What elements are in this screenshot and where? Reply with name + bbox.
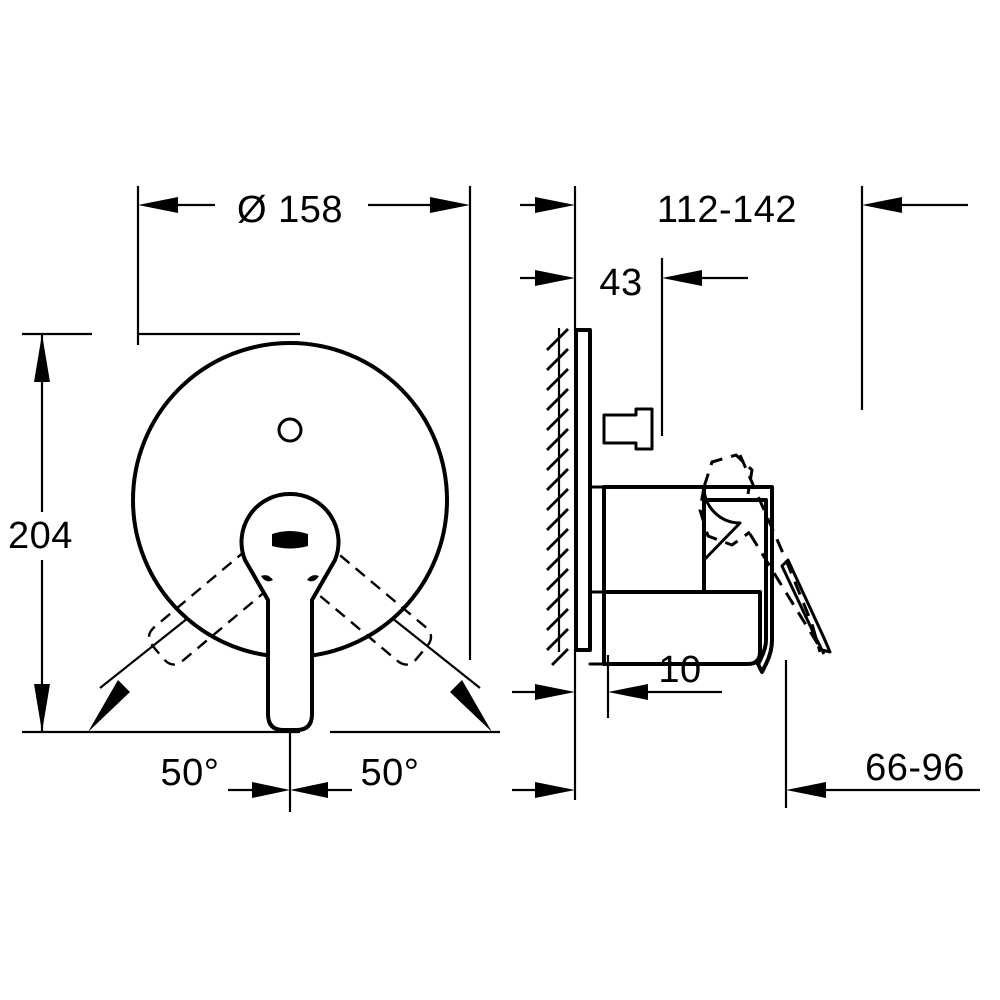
hatch-1 [546, 328, 569, 351]
angle-right-leader [391, 617, 481, 689]
angle-left-leader [99, 617, 189, 689]
lever-swing-down-outline [698, 486, 751, 547]
dim-projection-112-142: 112-142 [520, 189, 968, 231]
dim-label-height-204: 204 [8, 515, 73, 557]
arrowhead-icon-43-right [662, 270, 702, 286]
arrowhead-icon-112-left [535, 197, 575, 213]
mixer-body [588, 485, 762, 666]
side-view: 112-142 43 10 66-96 [512, 186, 980, 808]
indicator-button-icon [277, 417, 303, 443]
front-centerline-group [228, 732, 352, 812]
wall-hatch-icon [546, 328, 569, 666]
hatch-5 [546, 408, 569, 431]
hatch-13 [546, 568, 569, 591]
dim-thickness-10: 10 [512, 649, 722, 700]
lever-arc-detail [702, 485, 742, 562]
lever-side [702, 485, 774, 674]
mounting-pin-outline [602, 407, 654, 451]
hatch-3 [546, 368, 569, 391]
hatch-9 [546, 488, 569, 511]
body-lower-block [602, 590, 762, 666]
hatch-4 [546, 388, 569, 411]
arrowhead-icon-10-left [535, 684, 575, 700]
handle-outline [239, 491, 341, 732]
mounting-pin [602, 407, 654, 451]
dim-angle-right-50: 50° [361, 617, 492, 794]
front-extension-lines [22, 186, 500, 734]
arrowhead-icon-angle-right [450, 680, 492, 732]
dim-diameter-158: Ø 158 [138, 189, 470, 231]
hatch-17 [551, 648, 569, 666]
dim-label-diameter-158: Ø 158 [237, 189, 343, 231]
handle-front [239, 491, 341, 732]
dim-label-66-96: 66-96 [865, 747, 965, 789]
handle-swing-right-outline [147, 535, 292, 666]
hatch-15 [546, 608, 569, 631]
handle-nib-right [307, 575, 319, 582]
dim-angle-left-50: 50° [88, 617, 220, 794]
arrowhead-icon-10-right [608, 684, 648, 700]
dim-height-204: 204 [8, 334, 73, 732]
dim-label-43: 43 [599, 262, 642, 304]
handle-slot-marker [272, 531, 308, 549]
lever-solid-outline [702, 485, 774, 674]
arrowhead-icon-angle-left [88, 680, 130, 732]
dim-label-angle-left: 50° [161, 752, 220, 794]
hatch-8 [546, 468, 569, 491]
lever-swing-dashed [698, 453, 832, 655]
body-upper-block [602, 485, 706, 594]
arrowhead-icon-158-right [430, 197, 470, 213]
hatch-6 [546, 428, 569, 451]
escutcheon-plate [574, 328, 592, 652]
arrowhead-icon-center-left [252, 782, 290, 798]
arrowhead-icon-43-left [535, 270, 575, 286]
arrowhead-icon-center-right [290, 782, 328, 798]
dim-label-10: 10 [658, 649, 701, 691]
dim-depth-66-96: 66-96 [512, 747, 980, 798]
hatch-10 [546, 508, 569, 531]
arrowhead-icon-158-left [138, 197, 178, 213]
lever-swing-tip-a [738, 454, 822, 653]
handle-swing-left-outline [288, 535, 433, 666]
dim-label-112-142: 112-142 [657, 189, 797, 231]
hatch-16 [546, 628, 569, 651]
handle-nib-left [261, 575, 273, 582]
arrowhead-icon-112-right [862, 197, 902, 213]
dim-label-angle-right: 50° [361, 752, 420, 794]
arrowhead-icon-204-bottom [34, 684, 50, 732]
hatch-11 [546, 528, 569, 551]
arrowhead-icon-204-top [34, 334, 50, 382]
hatch-7 [546, 448, 569, 471]
hatch-12 [546, 548, 569, 571]
front-view: Ø 158 204 [8, 186, 500, 812]
dim-offset-43: 43 [520, 262, 748, 304]
arrowhead-icon-66-farleft [535, 782, 575, 798]
arrowhead-icon-66-left [786, 782, 826, 798]
lever-swing-edge-solid [780, 558, 832, 654]
hatch-2 [546, 348, 569, 371]
side-extension-lines [573, 186, 864, 808]
hatch-14 [546, 588, 569, 611]
